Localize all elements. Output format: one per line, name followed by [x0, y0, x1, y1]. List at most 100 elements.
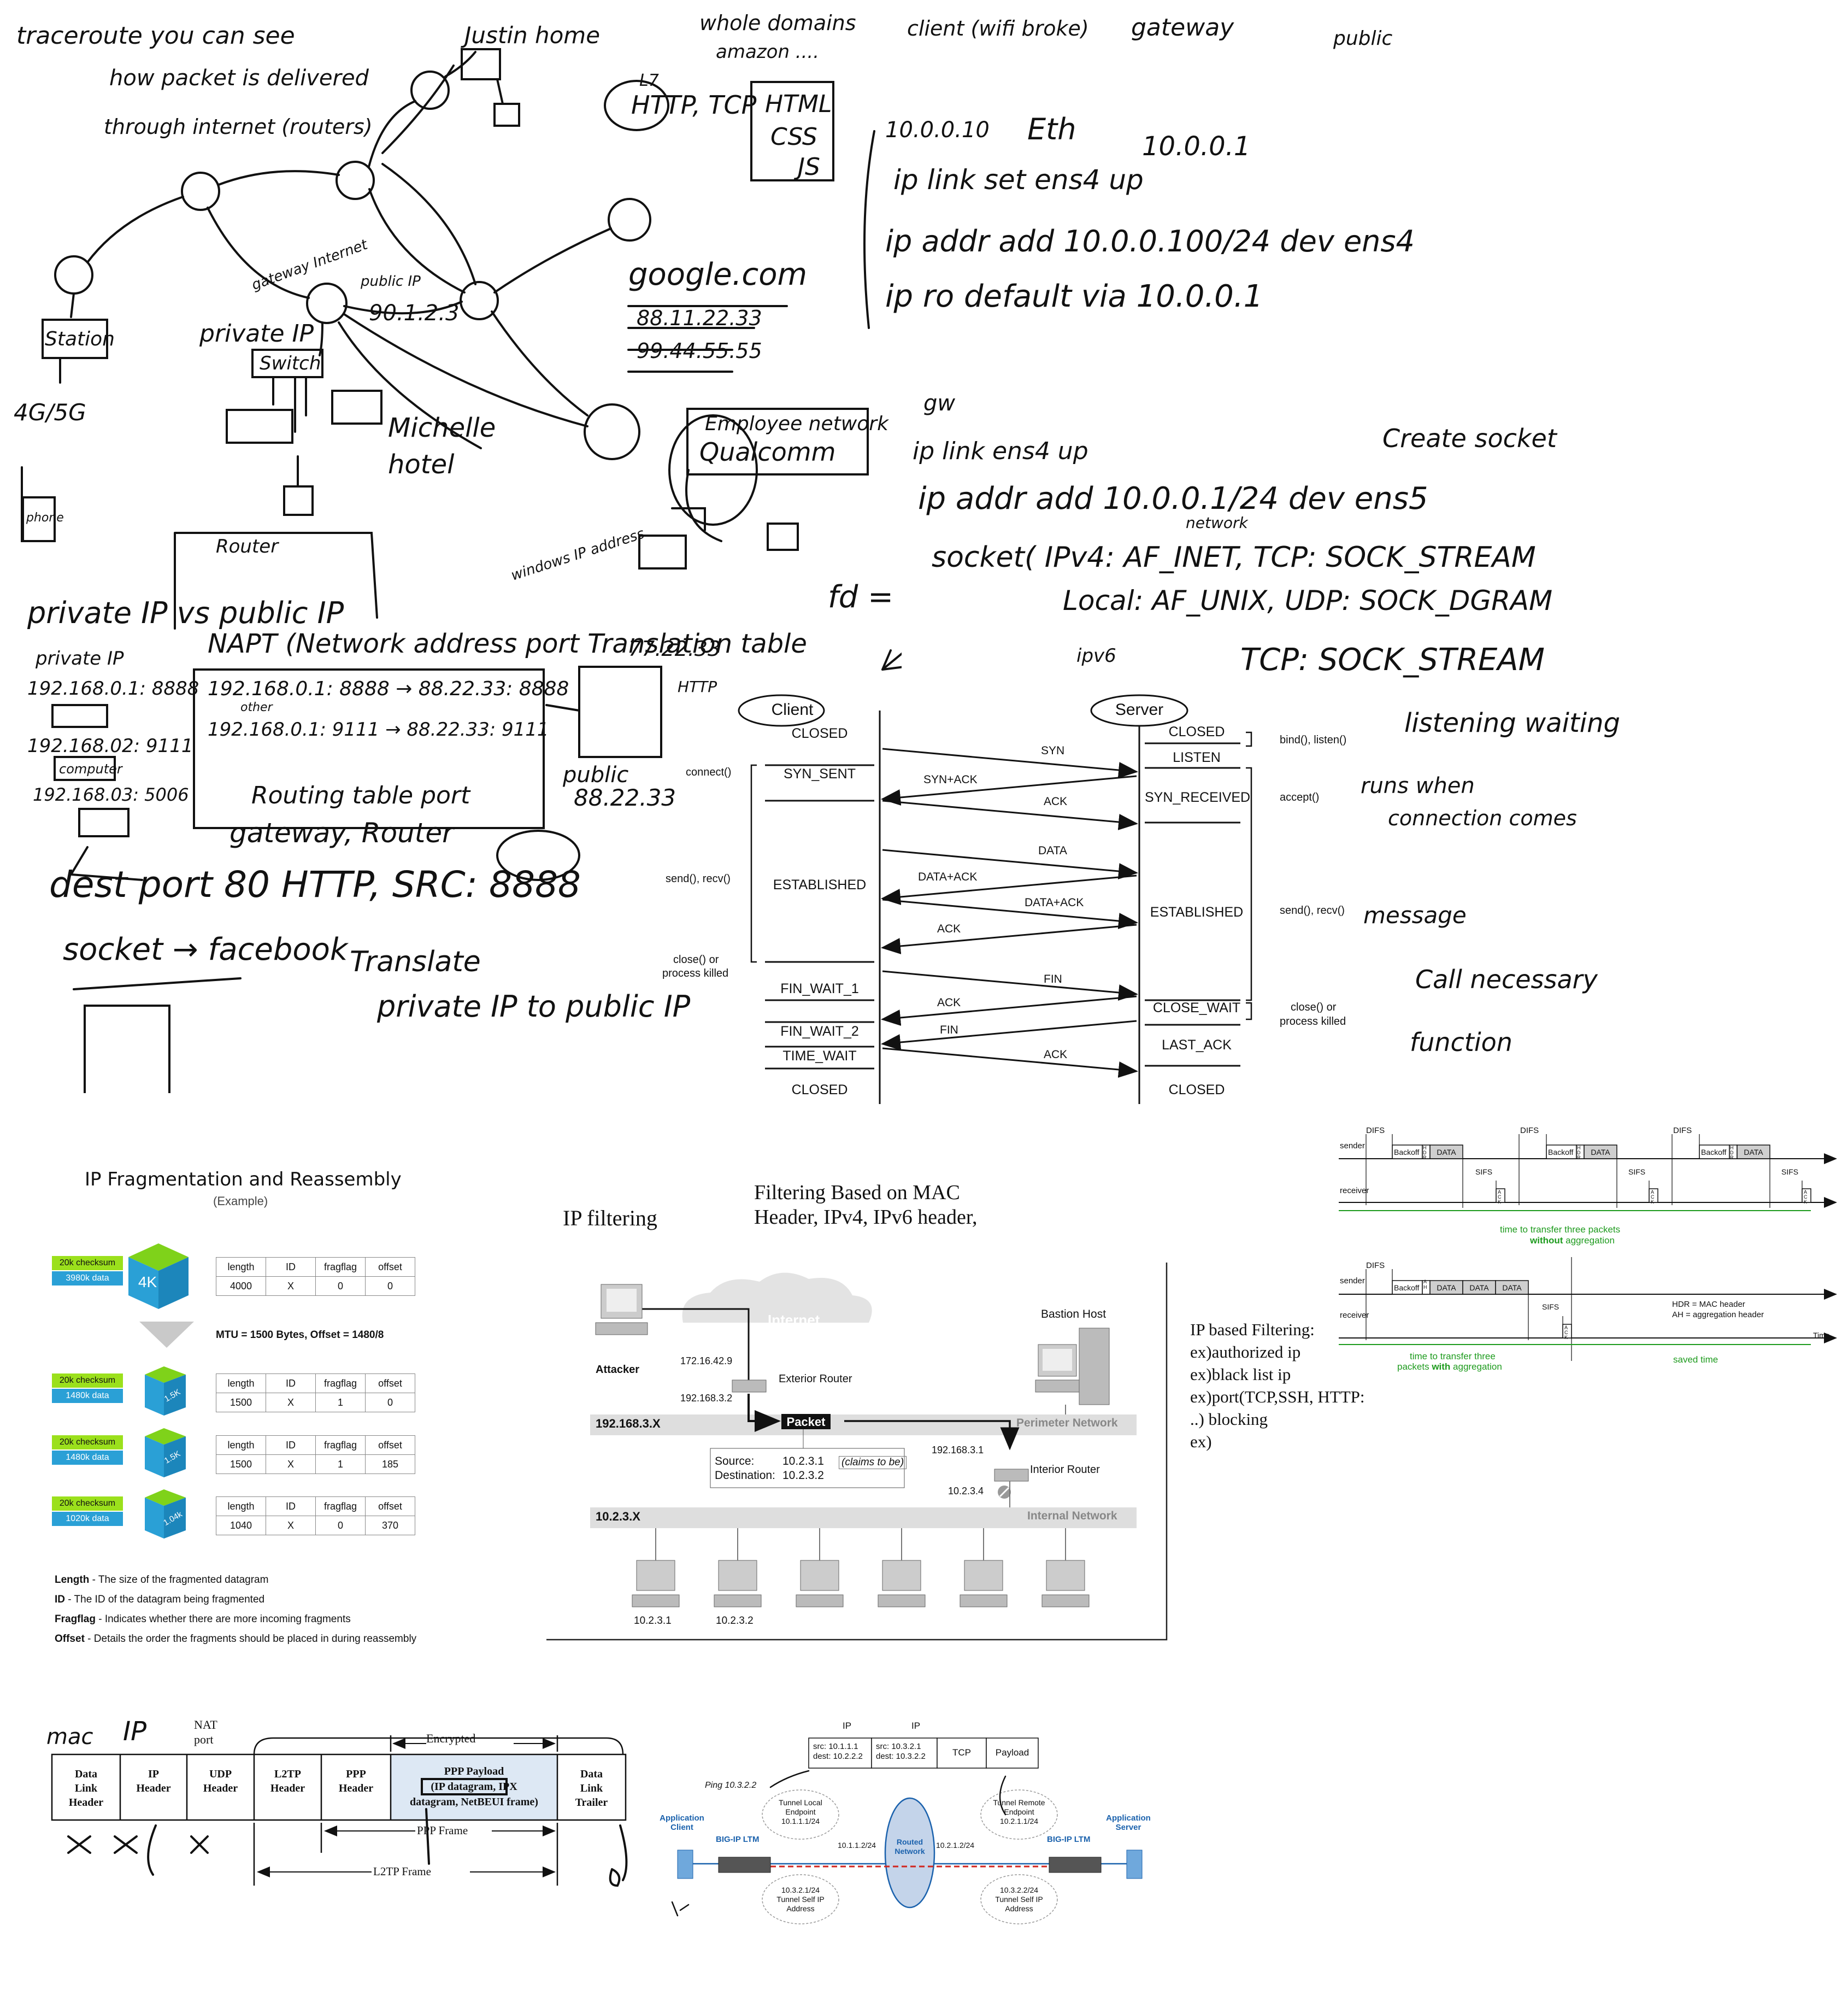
agg-ack: ACK [1651, 1189, 1655, 1205]
frag-header: ID [266, 1373, 316, 1393]
frag-data-label: 1480k data [52, 1451, 123, 1465]
filter-note: ex)port(TCP,SSH, HTTP: [1190, 1387, 1365, 1406]
frag-header: ID [266, 1496, 316, 1516]
frag-header: length [216, 1257, 266, 1277]
frag-header: fragflag [315, 1257, 366, 1277]
note-traceroute: traceroute you can see [16, 22, 295, 50]
tcp-msg: ACK [937, 923, 961, 935]
note-socket-call: socket( IPv4: AF_INET, TCP: SOCK_STREAM [932, 541, 1536, 574]
tunnel-if-left: 10.1.1.2/24 [838, 1841, 876, 1850]
tcp-msg: DATA+ACK [1025, 896, 1084, 909]
note-ip-addr: ip addr add 10.0.0.1/24 dev ens5 [918, 481, 1428, 516]
frag-header: offset [365, 1373, 415, 1393]
agg-ack: ACK [1498, 1189, 1502, 1205]
note-network: network [1186, 514, 1248, 532]
agg-ack: ACK [1804, 1189, 1808, 1205]
filtering-diagram [546, 1263, 1168, 1641]
agg-sifs: SIFS [1542, 1302, 1559, 1311]
agg-data: DATA [1744, 1148, 1763, 1157]
tcp-client-state: CLOSED [791, 1082, 848, 1097]
filter-bastion-host: Bastion Host [1041, 1308, 1107, 1320]
router-node [608, 198, 651, 242]
frag-checksum-label: 20k checksum [52, 1373, 123, 1388]
agg-difs: DIFS [1520, 1126, 1539, 1135]
frag-checksum-label: 20k checksum [52, 1435, 123, 1449]
note-napt-row1: 192.168.0.1: 8888 → 88.22.33: 8888 [208, 678, 569, 700]
note-dest-port: dest port 80 HTTP, SRC: 8888 [49, 864, 581, 906]
l2tp-note-nat: NAT [194, 1718, 217, 1731]
tunnel-ip-label: IP [911, 1721, 921, 1731]
frag-cell: 185 [365, 1454, 415, 1474]
tunnel-ping: Ping 10.3.2.2 [705, 1781, 757, 1790]
agg-ah-note: AH = aggregation header [1672, 1310, 1764, 1319]
note-employee-network: Employee network [705, 413, 888, 435]
note-computer: computer [59, 761, 122, 777]
note-public-addr: 88.22.33 [574, 784, 676, 811]
agg-backoff: Backoff [1548, 1148, 1574, 1157]
tcp-server-state: CLOSE_WAIT [1152, 1000, 1241, 1015]
note-packet-delivered: how packet is delivered [109, 66, 369, 91]
tunnel-dst: dest: 10.3.2.2 [876, 1752, 926, 1761]
note-ip-link: ip link ens4 up [913, 437, 1088, 465]
frag-cell: 1 [315, 1454, 366, 1474]
tcp-client-state: FIN_WAIT_1 [780, 981, 859, 996]
note-public-ip: public IP [361, 273, 421, 290]
note-public-label: public [563, 762, 629, 788]
legend-item: Fragflag - Indicates whether there are m… [55, 1613, 351, 1625]
agg-time-three-1: time to transfer three packets [1500, 1224, 1621, 1235]
note-listening-waiting: listening waiting [1404, 708, 1620, 738]
filter-claims: (claims to be) [839, 1456, 907, 1469]
l2tp-frame-diagram [51, 1735, 628, 1887]
agg-data: DATA [1502, 1283, 1522, 1292]
network-sketch [21, 48, 902, 1093]
frag-cell: X [266, 1276, 316, 1296]
router-node [410, 71, 450, 110]
note-pip2: 192.168.02: 9111 [27, 735, 193, 757]
tcp-msg: SYN [1041, 744, 1065, 757]
l2tp-note-port: port [194, 1733, 214, 1746]
filter-net-192: 192.168.3.X [596, 1417, 661, 1430]
note-napt-public: 77.22.33 [628, 637, 721, 661]
agg-data: DATA [1437, 1148, 1456, 1157]
filter-note: ..) blocking [1190, 1410, 1268, 1429]
note-l7: L7 [639, 71, 659, 90]
tcp-msg: ACK [1044, 795, 1068, 808]
note-google-ip-1: 88.11.22.33 [637, 306, 762, 330]
note-through-internet: through internet (routers) [104, 115, 373, 139]
note-public: public [1333, 27, 1393, 50]
note-gateway: gateway [1131, 14, 1234, 42]
frag-checksum-label: 20k checksum [52, 1496, 123, 1511]
agg-sifs: SIFS [1781, 1167, 1799, 1176]
frag-cell: 4000 [216, 1276, 266, 1296]
filter-ip-ext: 192.168.3.2 [680, 1393, 733, 1404]
note-socket-facebook: socket → facebook [63, 932, 348, 967]
agg-hdr-note: HDR = MAC header [1672, 1300, 1745, 1309]
frag-cell: X [266, 1454, 316, 1474]
note-function: function [1410, 1028, 1512, 1057]
note-router: Router [216, 536, 279, 557]
frag-header: length [216, 1373, 266, 1393]
frag-header: fragflag [315, 1496, 366, 1516]
note-eth: Eth [1027, 112, 1076, 146]
note-pip3: 192.168.03: 5006 [33, 784, 189, 805]
agg-ah: AH [1423, 1279, 1427, 1290]
fragment-cube [128, 1243, 189, 1309]
tcp-server-state: LISTEN [1173, 750, 1221, 765]
tcp-client-state: FIN_WAIT_2 [780, 1024, 859, 1039]
agg-time-axis: Time [1813, 1331, 1830, 1340]
note-message: message [1363, 902, 1467, 929]
filter-ip-int-1: 192.168.3.1 [932, 1445, 984, 1455]
note-socket-local: Local: AF_UNIX, UDP: SOCK_DGRAM [1063, 585, 1553, 617]
tunnel-src: src: 10.1.1.1 [813, 1742, 858, 1751]
agg-difs: DIFS [1366, 1126, 1385, 1135]
note-michelle-hotel: Michelle hotel [388, 413, 496, 480]
note-css: CSS [770, 123, 817, 151]
